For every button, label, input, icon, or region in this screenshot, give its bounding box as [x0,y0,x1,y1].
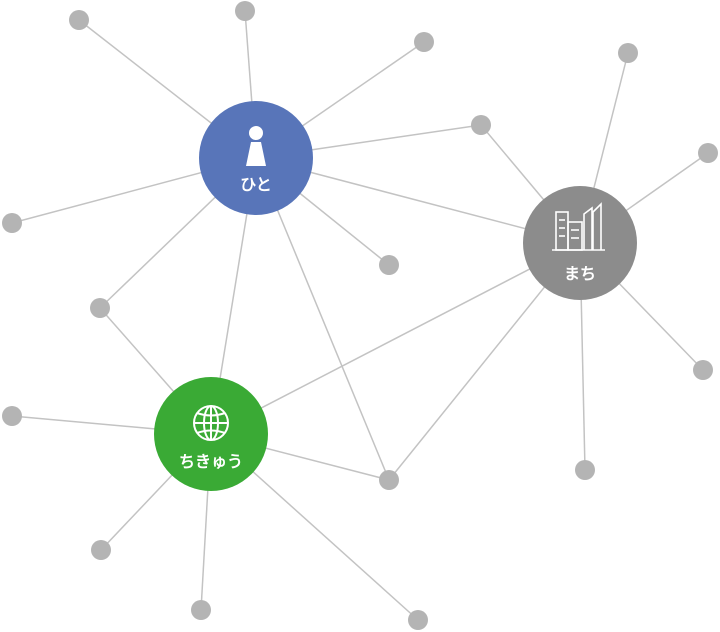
small-node [69,10,89,30]
hub-machi-circle [523,186,637,300]
small-node [693,360,713,380]
small-node [2,213,22,233]
small-node [235,1,255,21]
hub-hito: ひと [199,101,313,215]
small-node [698,143,718,163]
small-node [575,460,595,480]
edges [11,10,709,621]
small-node [2,406,22,426]
small-node [471,115,491,135]
small-node [191,600,211,620]
hub-machi-label: まち [564,264,596,283]
hub-chikyu: ちきゅう [154,377,268,491]
globe-icon [193,405,229,441]
small-node [379,255,399,275]
small-node [91,540,111,560]
hub-machi: まち [523,186,637,300]
edge [255,157,390,481]
person-icon [246,126,266,166]
small-node [618,43,638,63]
small-node [90,298,110,318]
small-node [379,470,399,490]
hub-hito-label: ひと [240,175,272,194]
buildings-icon [552,202,605,251]
edge [210,242,581,435]
small-node [414,32,434,52]
small-node [408,610,428,630]
hub-chikyu-label: ちきゅう [179,452,243,471]
